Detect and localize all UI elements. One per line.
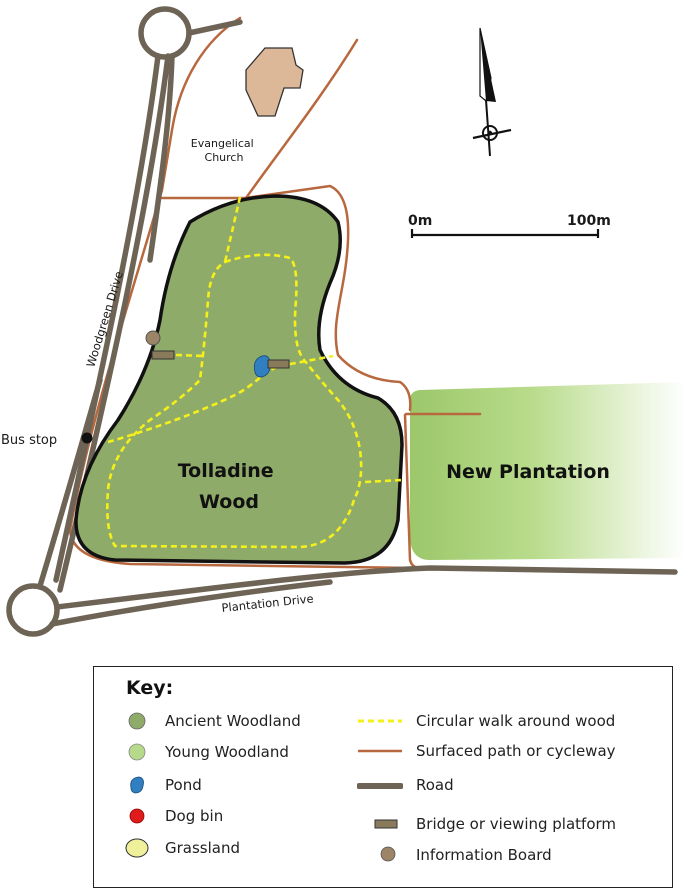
viewing-platform-pond: [267, 359, 290, 369]
key-label-road: Road: [416, 776, 454, 794]
bus-stop-icon: [81, 432, 93, 444]
key-label-ancient-woodland: Ancient Woodland: [165, 712, 301, 730]
circular-walk-swatch-icon: [358, 719, 402, 723]
key-label-information-board: Information Board: [416, 846, 552, 864]
surfaced-path-swatch-icon: [358, 749, 402, 753]
scale-start-label: 0m: [408, 213, 432, 229]
key-label-grassland: Grassland: [165, 839, 240, 857]
young-woodland-area: [410, 382, 685, 560]
bridge-swatch-icon: [374, 819, 398, 829]
church-label-line-1: Evangelical: [191, 137, 254, 150]
grassland-swatch-icon: [125, 838, 149, 858]
scale-bar: [410, 229, 600, 238]
key-label-bridge: Bridge or viewing platform: [416, 815, 617, 833]
scale-end-label: 100m: [567, 213, 611, 229]
roundabout-bottom: [6, 583, 60, 637]
key-label-surfaced-path: Surfaced path or cycleway: [416, 742, 616, 760]
information-board-swatch-icon: [380, 846, 396, 862]
church-label: Evangelical Church: [191, 137, 257, 164]
wood-label-line-2: Wood: [199, 491, 259, 513]
church-building: [245, 47, 304, 117]
dog-bin-swatch-icon: [129, 808, 145, 824]
key-label-pond: Pond: [165, 776, 202, 794]
map-key: Key: Ancient Woodland Young Woodland Pon…: [93, 666, 673, 888]
north-arrow-icon: [472, 27, 512, 157]
key-label-dog-bin: Dog bin: [165, 807, 224, 825]
viewing-platform-west: [151, 350, 175, 360]
ancient-woodland-swatch-icon: [128, 712, 146, 730]
key-title: Key:: [126, 677, 174, 699]
roundabout-top: [138, 6, 192, 60]
key-label-young-woodland: Young Woodland: [165, 743, 289, 761]
wood-label-line-1: Tolladine: [178, 460, 274, 482]
map-canvas: 0m 100m Evangelical Church Woodgreen Dri…: [1, 6, 685, 637]
church-label-line-2: Church: [205, 151, 244, 164]
ancient-woodland-area: [74, 194, 404, 565]
key-label-circular-walk: Circular walk around wood: [416, 712, 616, 730]
young-woodland-swatch-icon: [128, 743, 146, 761]
plantation-label: New Plantation: [446, 461, 610, 483]
information-board-icon: [145, 330, 161, 346]
bus-stop-label: Bus stop: [1, 433, 57, 448]
wood-label: Tolladine Wood: [178, 460, 281, 513]
road-swatch-icon: [357, 783, 403, 789]
pond-swatch-icon: [130, 776, 144, 794]
